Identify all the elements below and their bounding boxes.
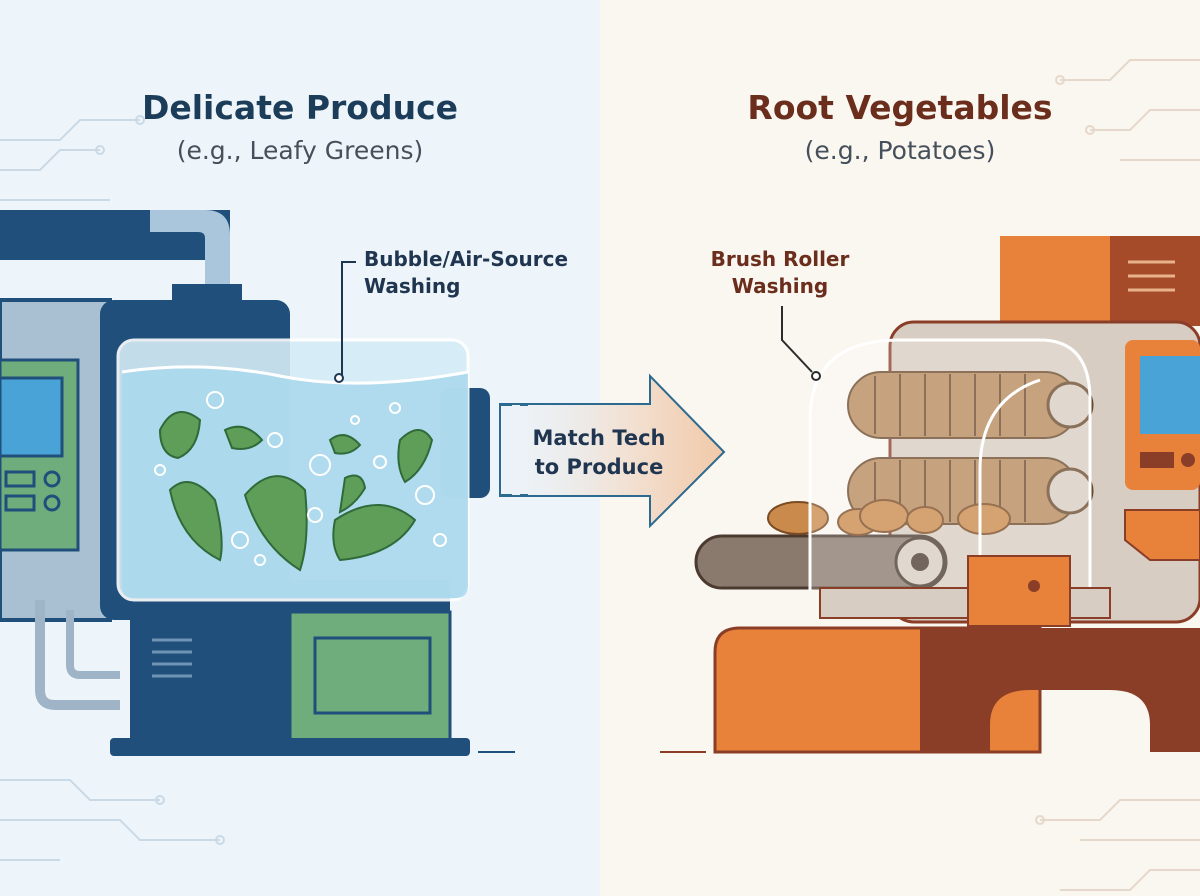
arrow-label-line-1: Match Tech — [532, 426, 666, 450]
callout-line-1: Bubble/Air-Source — [364, 247, 569, 271]
callout-line-2: Washing — [731, 274, 829, 298]
circuit-traces-left — [0, 115, 225, 861]
right-subtitle: (e.g., Potatoes) — [804, 136, 996, 165]
callout-line-2: Washing — [364, 274, 461, 298]
arrow-label: Match Tech to Produce — [514, 424, 684, 482]
brush-washing-callout: Brush Roller Washing — [700, 246, 860, 300]
left-title: Delicate Produce — [141, 88, 459, 127]
bubble-washing-callout: Bubble/Air-Source Washing — [364, 246, 568, 300]
circuit-traces-right — [1035, 59, 1200, 891]
arrow-label-line-2: to Produce — [534, 455, 664, 479]
right-title: Root Vegetables — [747, 88, 1053, 127]
potatoes — [767, 499, 1011, 536]
left-subtitle: (e.g., Leafy Greens) — [176, 136, 424, 165]
leafy-greens — [158, 411, 434, 572]
air-bubbles — [154, 391, 447, 566]
bubble-washer-machine — [0, 210, 515, 756]
callout-line-1: Brush Roller — [710, 247, 850, 271]
brush-roller-machine — [660, 236, 1200, 754]
